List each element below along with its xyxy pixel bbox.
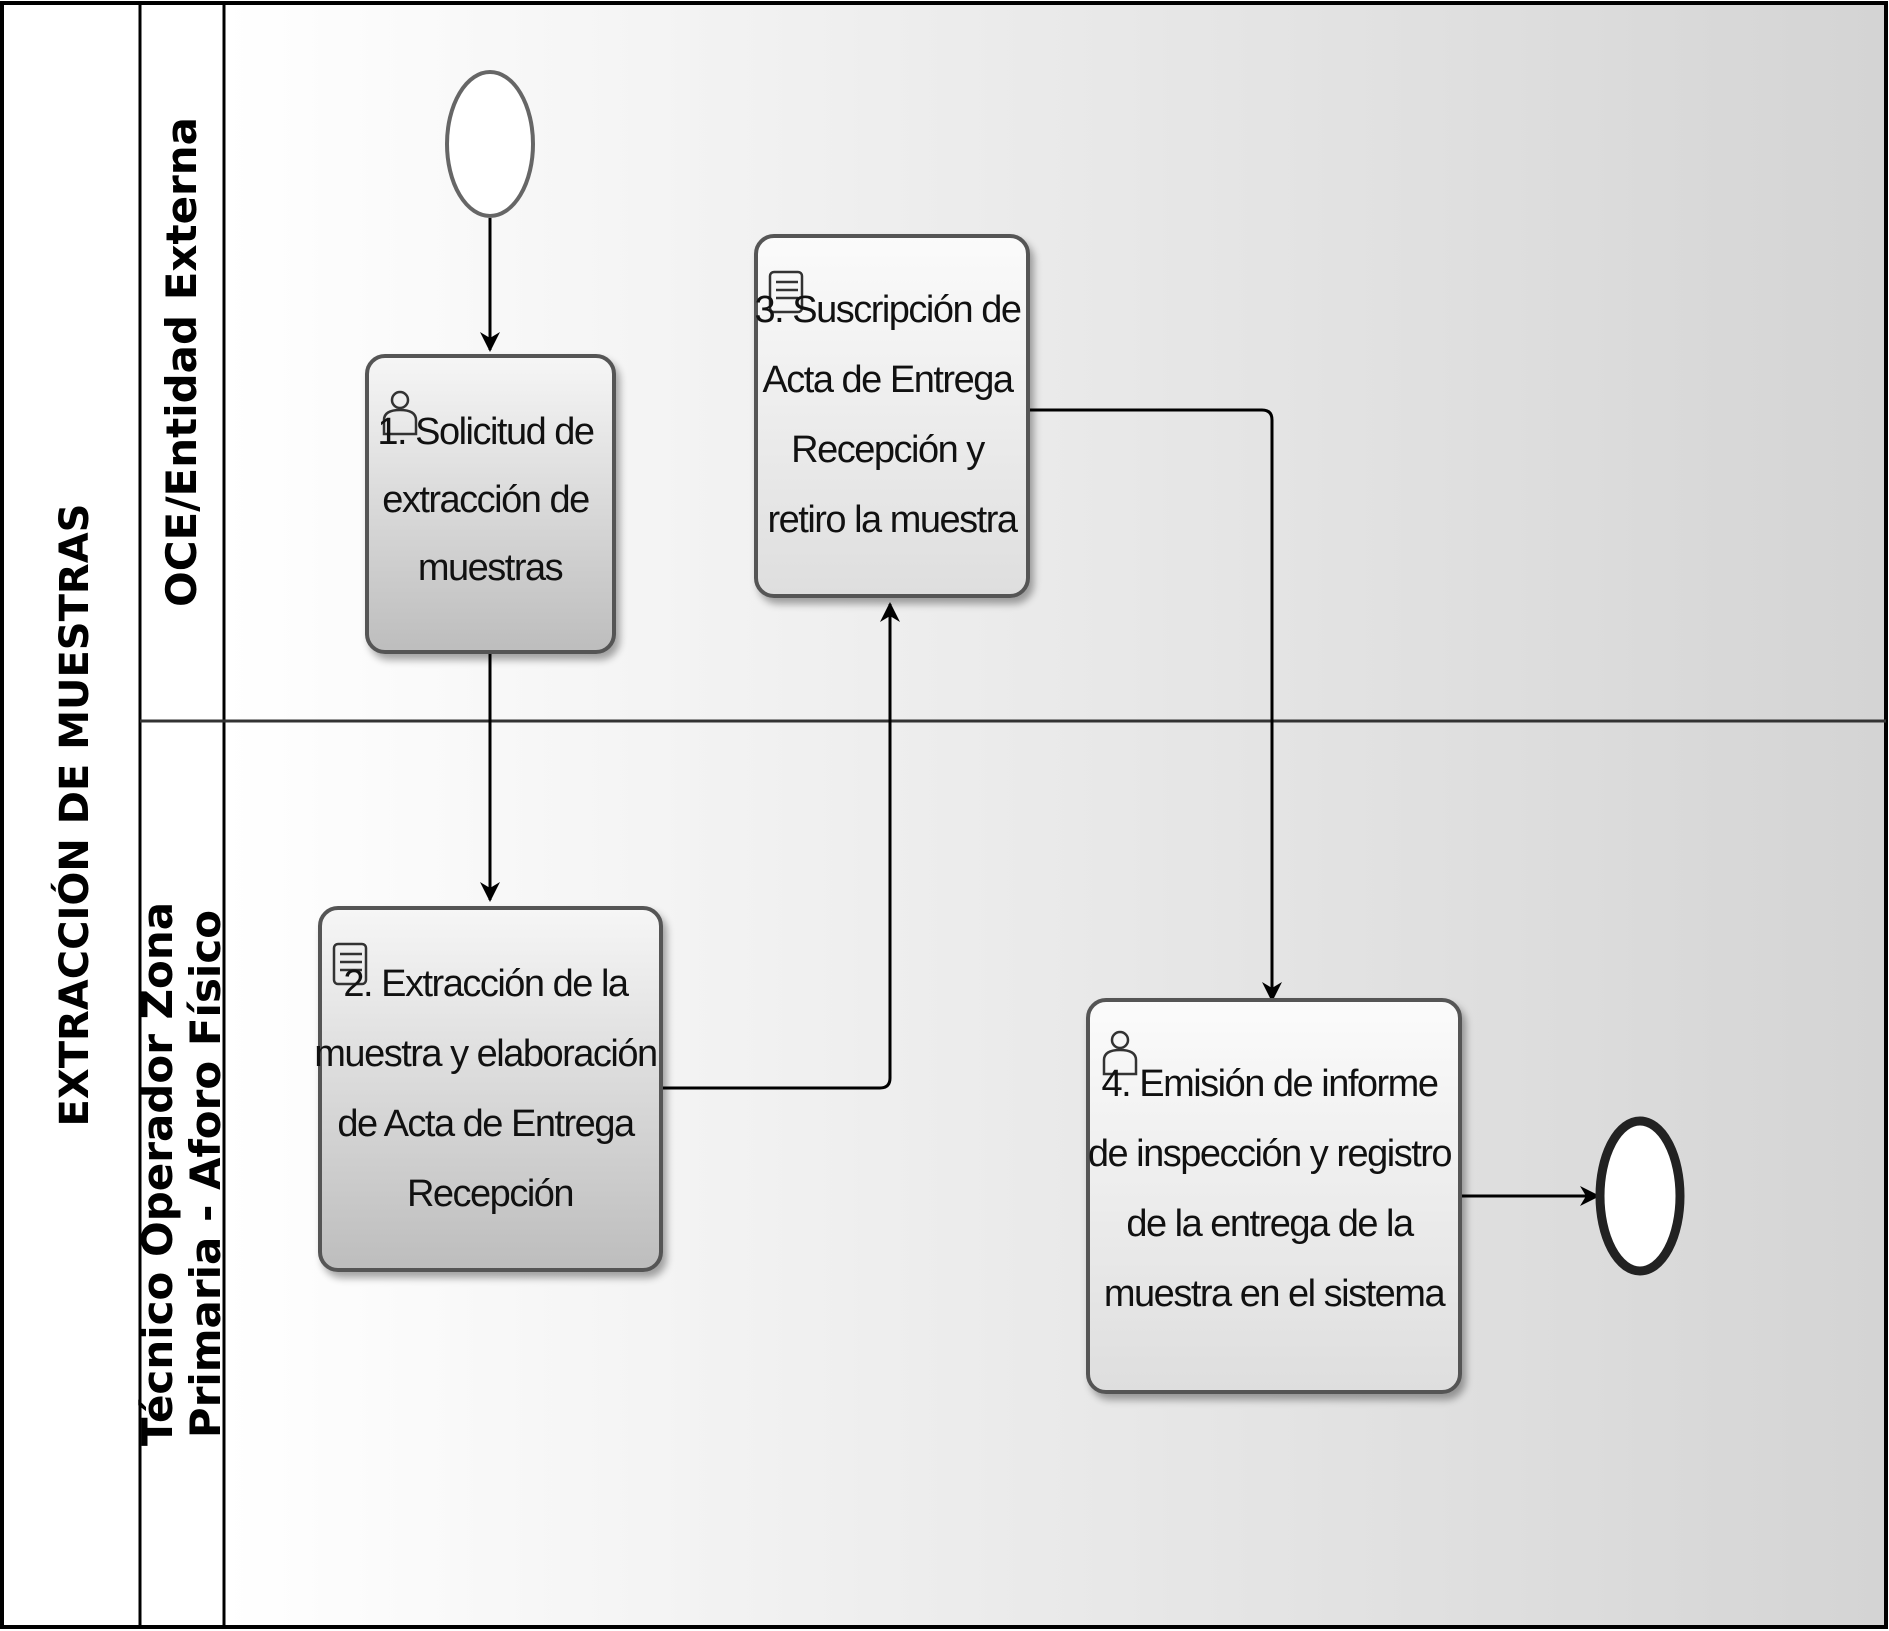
task-4-label: 4. Emisión de informe de inspección y re… bbox=[1088, 1063, 1460, 1315]
task-1[interactable] bbox=[365, 354, 616, 654]
flow-task2-to-task3 bbox=[661, 602, 900, 1090]
task-3-label: 3. Suscripción de Acta de Entrega Recepc… bbox=[754, 289, 1029, 541]
pool-title: EXTRACCIÓN DE MUESTRAS bbox=[50, 504, 98, 1127]
manual-task-icon bbox=[332, 942, 368, 986]
task-2-label: 2. Extracción de la muestra y elaboració… bbox=[314, 963, 665, 1215]
end-event[interactable] bbox=[1595, 1116, 1685, 1276]
manual-task-icon bbox=[768, 270, 804, 314]
lane-title-tecnico: Técnico Operador Zona Primaria - Aforo F… bbox=[133, 902, 230, 1446]
svg-text:OCE/Entidad Externa: OCE/Entidad Externa bbox=[157, 117, 206, 607]
svg-text:Técnico Operador Zona: Técnico Operador Zona bbox=[133, 902, 182, 1446]
task-1-label: 1. Solicitud de extracción de muestras bbox=[377, 411, 602, 589]
task-3[interactable] bbox=[754, 234, 1030, 598]
task-2[interactable] bbox=[318, 906, 663, 1272]
sequence-flows bbox=[480, 218, 1600, 1206]
user-task-icon bbox=[1102, 1030, 1138, 1076]
flow-task3-to-task4 bbox=[1028, 408, 1282, 1002]
task-4[interactable] bbox=[1086, 998, 1462, 1394]
lane-title-oce: OCE/Entidad Externa bbox=[157, 117, 206, 607]
start-event[interactable] bbox=[445, 70, 535, 218]
user-task-icon bbox=[382, 390, 418, 436]
svg-text:Primaria - Aforo Físico: Primaria - Aforo Físico bbox=[181, 910, 230, 1438]
svg-text:EXTRACCIÓN DE MUESTRAS: EXTRACCIÓN DE MUESTRAS bbox=[50, 504, 98, 1127]
